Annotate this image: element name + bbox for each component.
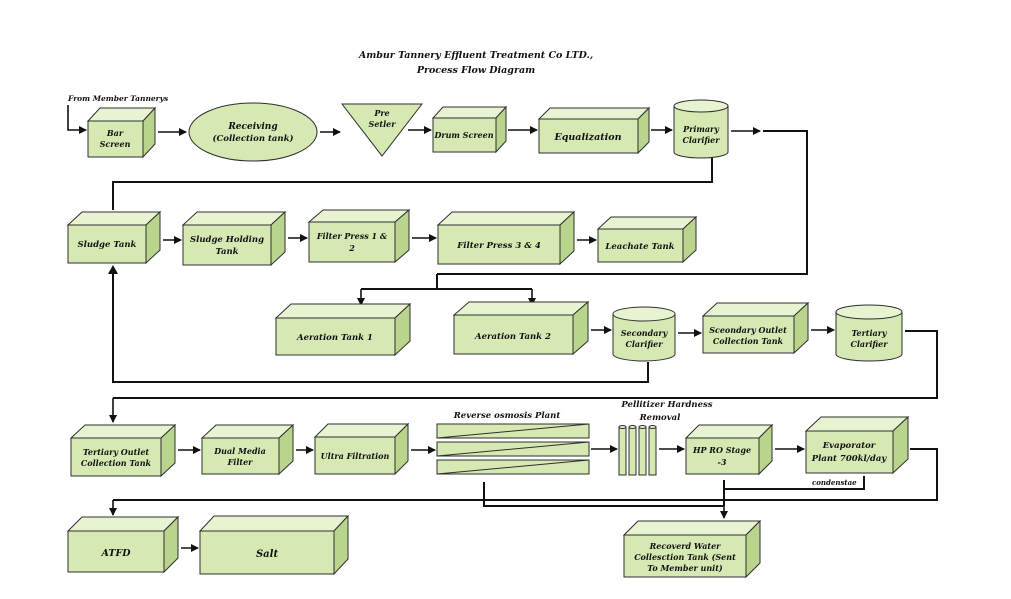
evaporator-node: Evaporator Plant 700kl/day [804,415,910,475]
equalization-node: Equalization [537,106,651,155]
secondary-outlet-label-1: Sceondary Outlet [709,325,787,335]
pellitizer-label-1: Pellitizer Hardness [620,400,712,410]
aeration-tank-2-label: Aeration Tank 2 [474,332,551,342]
sludge-tank-label: Sludge Tank [78,240,137,250]
bar-screen-label-2: Screen [100,139,131,149]
tertiary-clarifier-node: Tertiary Clarifier [835,304,903,362]
pre-setler-node: Pre Setler [340,103,424,157]
aeration-tank-1-node: Aeration Tank 1 [274,302,412,357]
pellitizer-label-2: Removal [639,413,682,423]
recovered-water-label-2: Collesction Tank (Sent [634,552,736,562]
filter-press-3-4-node: Filter Press 3 & 4 [436,210,576,266]
secondary-clarifier-label-2: Clarifier [626,339,664,349]
ultra-filtration-label: Ultra Filtration [321,451,390,461]
receiving-label-1: Receiving [227,122,277,132]
salt-node: Salt [198,514,350,576]
recovered-water-label-3: To Member unit) [647,563,723,573]
secondary-clarifier-label-1: Secondary [621,328,669,338]
tertiary-clarifier-label-2: Clarifier [851,339,889,349]
bar-screen-node: Bar Screen [86,106,157,159]
pre-setler-label-1: Pre [373,108,389,118]
pre-setler-label-2: Setler [369,119,397,129]
evaporator-label-2: Plant 700kl/day [811,454,888,464]
atfd-node: ATFD [66,515,180,574]
reverse-osmosis-node: Reverse osmosis Plant [436,411,590,475]
atfd-label: ATFD [101,548,132,559]
reverse-osmosis-label: Reverse osmosis Plant [453,411,561,421]
aeration-tank-2-node: Aeration Tank 2 [452,300,590,356]
tertiary-outlet-label-1: Tertiary Outlet [83,447,150,457]
filter-press-1-2-label-1: Filter Press 1 & [316,231,388,241]
pellitizer-node: Pellitizer Hardness Removal [618,400,713,476]
tertiary-outlet-node: Tertiary Outlet Collection Tank [69,423,177,478]
diagram-title-line2: Process Flow Diagram [416,65,535,76]
diagram-title-line1: Ambur Tannery Effluent Treatment Co LTD.… [358,50,593,61]
dual-media-filter-label-1: Dual Media [213,446,266,456]
filter-press-1-2-label-2: 2 [348,243,355,253]
secondary-outlet-node: Sceondary Outlet Collection Tank [701,301,810,355]
recovered-water-label-1: Recoverd Water [649,541,722,551]
source-label: From Member Tannerys [67,94,169,103]
aeration-tank-1-label: Aeration Tank 1 [296,333,373,343]
salt-label: Salt [256,549,279,560]
tertiary-outlet-label-2: Collection Tank [81,458,152,468]
leachate-tank-label: Leachate Tank [604,242,674,252]
dual-media-filter-label-2: Filter [227,457,254,467]
sludge-tank-node: Sludge Tank [66,210,162,265]
drum-screen-node: Drum Screen [431,105,508,154]
drum-screen-label: Drum Screen [433,130,493,140]
receiving-node: Receiving (Collection tank) [188,102,318,162]
sludge-holding-label-1: Sludge Holding [190,235,264,245]
hp-ro-node: HP RO Stage -3 [684,423,774,476]
hp-ro-label-1: HP RO Stage [692,445,751,455]
secondary-clarifier-node: Secondary Clarifier [612,306,676,362]
tertiary-clarifier-label-1: Tertiary [851,328,887,338]
evaporator-label-1: Evaporator [822,441,876,451]
equalization-label: Equalization [554,132,622,143]
dual-media-filter-node: Dual Media Filter [200,423,295,476]
condensate-label: condenstae [812,478,857,487]
primary-clarifier-label-2: Clarifier [683,135,721,145]
receiving-label-2: (Collection tank) [213,133,294,144]
primary-clarifier-label-1: Primary [682,124,720,134]
recovered-water-node: Recoverd Water Collesction Tank (Sent To… [622,519,762,579]
primary-clarifier-node: Primary Clarifier [673,99,729,159]
hp-ro-label-2: -3 [718,457,727,467]
sludge-holding-label-2: Tank [215,247,238,257]
sludge-holding-tank-node: Sludge Holding Tank [181,210,287,267]
leachate-tank-node: Leachate Tank [596,215,698,264]
filter-press-3-4-label: Filter Press 3 & 4 [456,241,541,251]
ultra-filtration-node: Ultra Filtration [313,422,410,476]
filter-press-1-2-node: Filter Press 1 & 2 [307,208,411,264]
bar-screen-label-1: Bar [106,128,124,138]
secondary-outlet-label-2: Collection Tank [713,336,784,346]
